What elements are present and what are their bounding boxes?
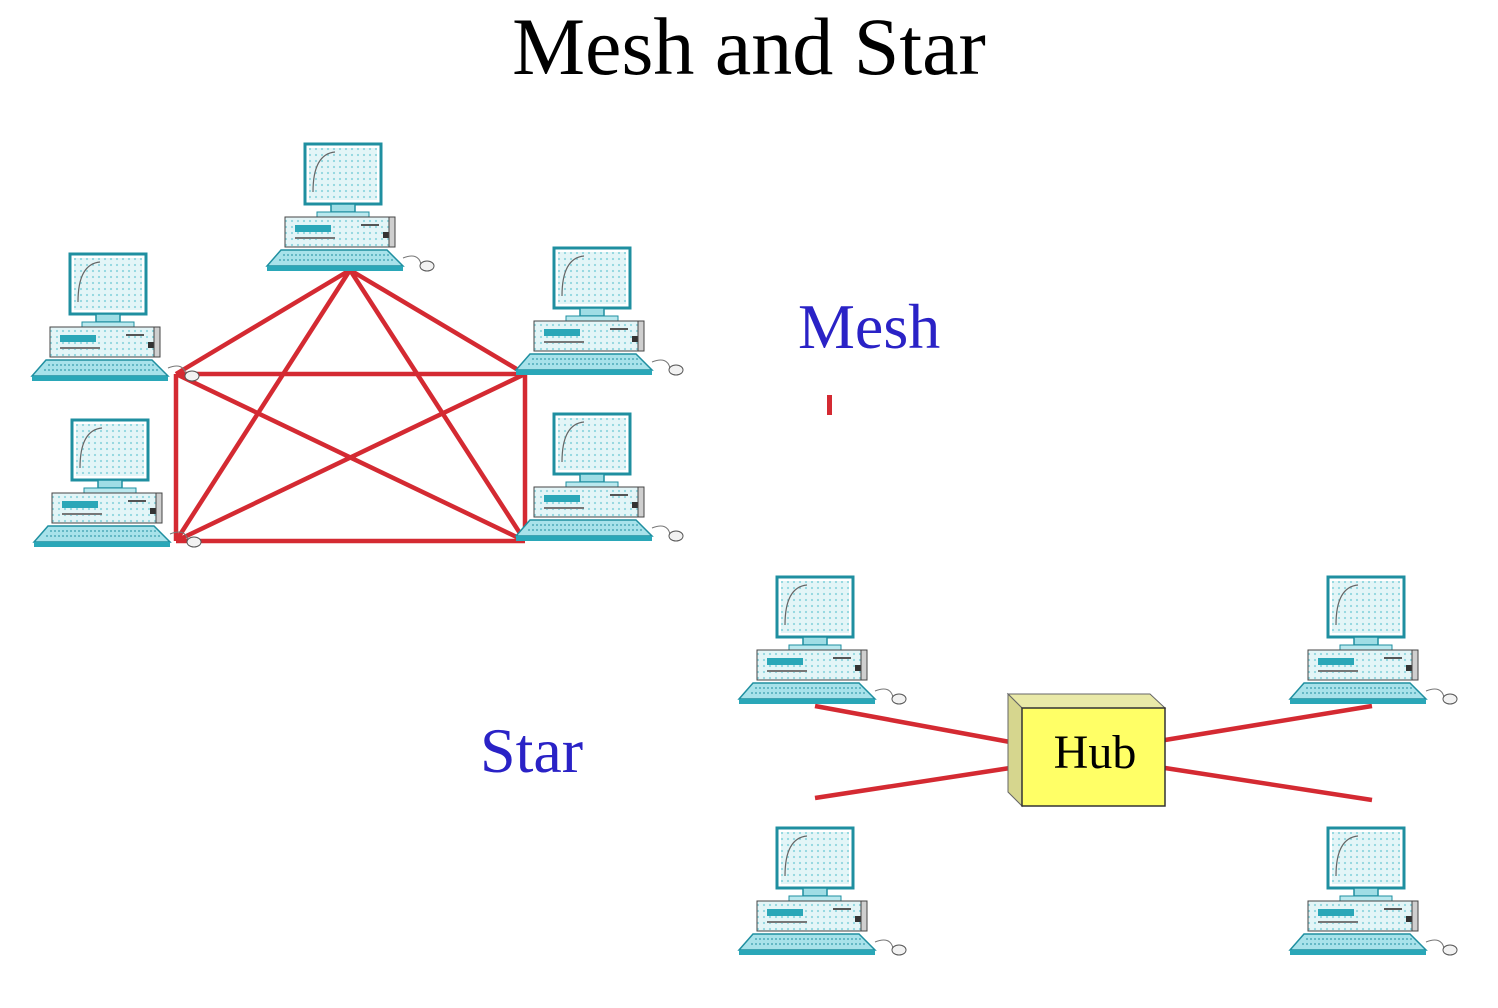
mesh-nodes	[30, 142, 685, 549]
mesh-link	[174, 268, 352, 376]
star-link	[1164, 703, 1373, 743]
computer-icon	[737, 575, 908, 706]
star-link	[1164, 765, 1373, 803]
star-link	[814, 703, 1011, 745]
star-label: Star	[480, 715, 584, 786]
slide-title: Mesh and Star	[512, 1, 986, 92]
computer-icon	[1288, 575, 1459, 706]
computer-icon	[30, 252, 201, 383]
computer-icon	[514, 412, 685, 543]
hub-label: Hub	[1054, 726, 1137, 779]
computer-icon	[514, 246, 685, 377]
star-link	[814, 765, 1011, 801]
mesh-links	[173, 268, 528, 544]
red-tick-mark	[827, 395, 832, 415]
hub-box: Hub	[1006, 692, 1167, 808]
computer-icon	[265, 142, 436, 273]
computer-icon	[1288, 826, 1459, 957]
mesh-link	[175, 371, 526, 544]
mesh-label: Mesh	[798, 291, 941, 362]
mesh-link	[348, 268, 527, 543]
mesh-link	[348, 268, 527, 376]
mesh-link	[174, 268, 352, 543]
star-links	[814, 703, 1373, 803]
computer-icon	[737, 826, 908, 957]
